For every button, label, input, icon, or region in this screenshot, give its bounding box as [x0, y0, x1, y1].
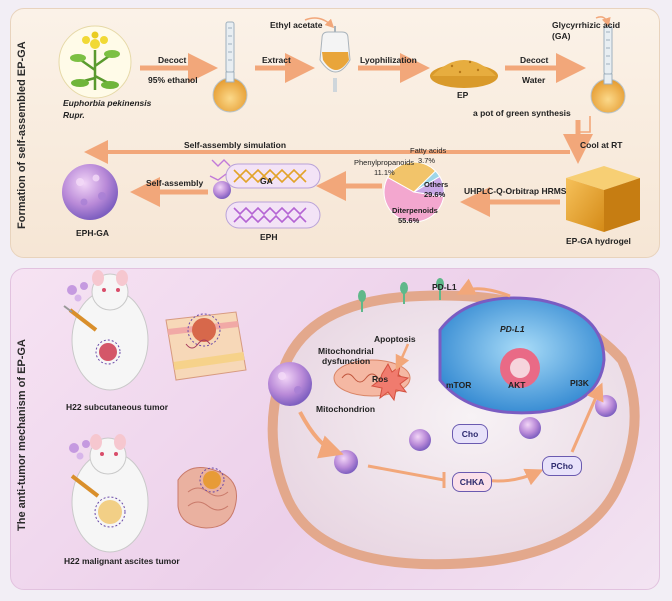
arrow-ethyl-acetate [304, 17, 335, 29]
label-subcutaneous: H22 subcutaneous tumor [66, 402, 169, 412]
peritoneal-tissue-icon [177, 467, 238, 529]
label-self-assembly-sim: Self-assembly simulation [184, 140, 287, 150]
injection-dots2-icon [69, 440, 90, 460]
label-eph-ga: EPH-GA [76, 228, 110, 238]
hydrogel-cube-icon [566, 166, 640, 232]
label-hrms: UHPLC-Q-Orbitrap HRMS [464, 186, 567, 196]
pie-value-diterpenoids: 55.6% [398, 216, 420, 225]
arrow-pdl1-export [456, 278, 511, 298]
eph-ga-nanoparticle-icon [62, 164, 118, 220]
nucleus [438, 296, 606, 415]
pie-value-phenyl: 11.1% [374, 168, 395, 177]
label-apoptosis: Apoptosis [374, 334, 416, 344]
node-chka: CHKA [452, 472, 492, 492]
pie-value-others: 29.6% [424, 190, 446, 199]
pie-label-phenyl: Phenylpropanoids [354, 158, 415, 167]
label-cool: Cool at RT [580, 140, 623, 150]
step-ethyl-acetate: Ethyl acetate [270, 20, 323, 30]
mechanism-side-title: The anti-tumor mechanism of EP-GA [16, 339, 28, 531]
pie-slice-others [387, 161, 437, 193]
inhibit-chka-line [367, 464, 445, 482]
plant-icon [58, 25, 132, 99]
label-ep: EP [457, 90, 469, 100]
pie-slice-phenylpropanoids [412, 175, 445, 198]
pie-value-fatty: 3.7% [418, 156, 436, 165]
pie-label-others: Others [424, 180, 449, 189]
label-hydrogel: EP-GA hydrogel [566, 236, 631, 246]
node-cho: Cho [452, 424, 488, 444]
pd-l1-receptor-icons [358, 278, 444, 312]
label-eph: EPH [260, 232, 278, 242]
separatory-funnel-icon [319, 26, 351, 92]
label-akt: AKT [508, 380, 526, 390]
label-mitochondrion: Mitochondrion [316, 404, 376, 414]
pie-label-fatty: Fatty acids [410, 146, 447, 155]
eph-pill [225, 201, 321, 229]
label-pdl1-top: PD-L1 [432, 282, 457, 292]
mouse-subcutaneous-icon [63, 270, 149, 391]
step-decoct2: Decoct [520, 55, 549, 65]
label-green-synthesis: a pot of green synthesis [473, 108, 571, 118]
arrow-apoptosis [395, 343, 410, 371]
label-ga: GA [260, 176, 273, 186]
label-ascites: H22 malignant ascites tumor [64, 556, 180, 566]
label-pdl1-nucleus: PD-L1 [500, 324, 525, 334]
injection-dots-icon [67, 282, 88, 302]
step-water: Water [522, 75, 546, 85]
label-ros: Ros [372, 374, 389, 384]
pie-slice-diterpenoids [383, 176, 445, 223]
step-ethanol: 95% ethanol [148, 75, 198, 85]
ep-powder-icon [430, 60, 498, 88]
label-mito-dysfunction-2: dysfunction [322, 356, 371, 366]
skin-tumor-tissue-icon [165, 311, 247, 381]
arrow-pcho-pi3k [570, 382, 604, 453]
label-mito-dysfunction-1: Mitochondrial [318, 346, 374, 356]
assembly-molecule-icon [209, 159, 231, 199]
arrow-ga-input [595, 16, 611, 27]
arrow-np-uptake [298, 411, 344, 459]
plant-name-suffix: Rupr. [63, 110, 85, 120]
ga-pill [225, 163, 321, 189]
label-ga-abbrev: (GA) [552, 31, 571, 41]
label-ga-source: Glycyrrhizic acid [552, 20, 621, 30]
step-lyophilization: Lyophilization [360, 55, 417, 65]
reflux-flask-icon [212, 21, 248, 113]
composition-pie [383, 161, 445, 223]
label-pi3k: PI3K [570, 378, 589, 388]
node-pcho: PCho [542, 456, 582, 476]
label-self-assembly: Self-assembly [146, 178, 204, 188]
plant-name-italic: Euphorbia pekinensis [63, 98, 152, 108]
nanoparticle-entering-icon [268, 362, 312, 406]
pie-label-diterpenoids: Diterpenoids [392, 206, 438, 215]
reflux-flask2-icon [590, 25, 626, 114]
mouse-ascites-icon [70, 434, 149, 553]
plant-name-line2: Rupr. [63, 110, 85, 120]
step-decoct: Decoct [158, 55, 187, 65]
label-mtor: mTOR [446, 380, 472, 390]
step-extract: Extract [262, 55, 291, 65]
green-synthesis-bracket [578, 116, 591, 133]
